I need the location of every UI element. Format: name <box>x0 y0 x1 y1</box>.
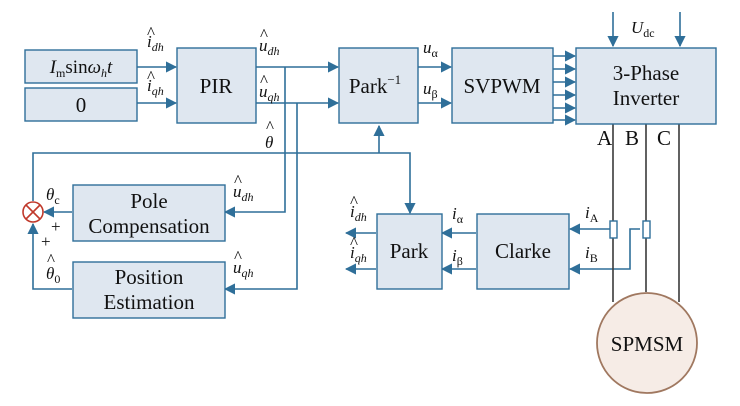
svg-text:udh: udh <box>233 182 254 204</box>
park-inv-text: Park <box>349 74 388 98</box>
svg-text:uqh: uqh <box>233 258 254 280</box>
summer-plus-top: + <box>51 217 61 236</box>
label-udh-pole: udh ^ <box>233 171 254 204</box>
svg-text:idh: idh <box>350 202 367 224</box>
label-theta-c: θc <box>46 185 60 207</box>
signal-wires <box>27 12 686 295</box>
svg-text:idh: idh <box>147 32 164 54</box>
summer-plus-bottom: + <box>41 232 51 251</box>
svg-text:^: ^ <box>147 23 155 42</box>
label-theta-hat: θ ^ <box>265 117 274 152</box>
wire-ib <box>568 228 640 275</box>
clarke-block: Clarke <box>476 213 570 290</box>
label-theta-0: θ0 ^ <box>46 250 60 286</box>
label-iqh-ref: iqh ^ <box>147 67 164 98</box>
svg-text:^: ^ <box>266 117 274 136</box>
label-udc: Udc <box>631 18 655 40</box>
pos-line2: Estimation <box>104 290 195 314</box>
label-phase-a: A <box>597 126 613 150</box>
park-label: Park <box>390 239 429 263</box>
pos-line1: Position <box>115 265 184 289</box>
current-sensor-b <box>642 220 651 239</box>
svg-text:iB: iB <box>585 243 598 265</box>
ref-t: t <box>107 57 113 78</box>
motor-label: SPMSM <box>611 332 684 356</box>
inverter-line2: Inverter <box>613 86 679 110</box>
label-i-beta: iβ <box>452 246 463 268</box>
pole-line1: Pole <box>130 189 167 213</box>
current-sensor-a <box>609 220 618 239</box>
pole-compensation-block: Pole Compensation <box>72 184 226 242</box>
zero-label: 0 <box>76 93 87 117</box>
svg-text:^: ^ <box>260 71 268 90</box>
svg-text:^: ^ <box>350 192 358 211</box>
svg-text:^: ^ <box>350 233 358 252</box>
svg-text:iA: iA <box>585 203 599 225</box>
label-phase-c: C <box>657 126 671 150</box>
inverter-line1: 3-Phase <box>613 61 680 85</box>
svg-text:θ: θ <box>265 133 273 152</box>
ref-signal-block: Imsinωht <box>24 49 138 84</box>
wire-theta-to-park <box>32 152 416 215</box>
park-inv-sup: −1 <box>387 72 401 87</box>
park-inv-label: Park−1 <box>349 72 401 98</box>
label-phase-b: B <box>625 126 639 150</box>
ref-I: I <box>49 57 58 78</box>
park-inverse-block: Park−1 <box>338 47 419 124</box>
svg-text:iqh: iqh <box>147 76 164 98</box>
clarke-label: Clarke <box>495 239 551 263</box>
svg-text:θc: θc <box>46 185 60 207</box>
pole-line2: Compensation <box>88 214 210 238</box>
motor-circle <box>596 292 698 394</box>
wire-uqh-to-pos <box>223 103 298 295</box>
svg-text:iβ: iβ <box>452 246 463 268</box>
pir-block: PIR <box>176 47 257 124</box>
svpwm-block: SVPWM <box>451 47 554 124</box>
svg-text:uα: uα <box>423 38 439 60</box>
motor: SPMSM <box>596 292 698 394</box>
ref-sin: sin <box>65 57 88 78</box>
ref-h: h <box>101 66 107 80</box>
phase-wires <box>609 124 680 302</box>
label-uqh-pos: uqh ^ <box>233 247 254 280</box>
label-u-beta: uβ <box>423 79 438 101</box>
zero-block: 0 <box>24 87 138 122</box>
label-idh-out: idh ^ <box>350 192 367 224</box>
inverter-block: 3-Phase Inverter <box>575 47 717 125</box>
svg-text:iqh: iqh <box>350 243 367 265</box>
label-ia: iA <box>585 203 599 225</box>
svg-text:^: ^ <box>147 67 155 86</box>
wire-udh-to-pole <box>223 67 286 218</box>
ref-omega: ω <box>88 57 101 78</box>
park-block: Park <box>376 213 443 290</box>
label-uqh: uqh ^ <box>259 71 280 104</box>
label-udh: udh ^ <box>259 25 280 58</box>
svg-text:uqh: uqh <box>259 82 280 104</box>
pir-label: PIR <box>200 74 233 98</box>
svg-text:udh: udh <box>259 36 280 58</box>
svpwm-label: SVPWM <box>463 74 540 98</box>
svg-text:^: ^ <box>47 250 55 269</box>
summing-junction: + + <box>22 201 61 251</box>
position-estimation-block: Position Estimation <box>72 261 226 319</box>
svg-text:^: ^ <box>234 247 242 266</box>
svg-text:θ0: θ0 <box>46 264 60 286</box>
svg-text:Imsinωht: Imsinωht <box>49 57 113 80</box>
label-iqh-out: iqh ^ <box>350 233 367 265</box>
label-ib: iB <box>585 243 598 265</box>
svg-text:Udc: Udc <box>631 18 655 40</box>
svg-text:iα: iα <box>452 204 464 226</box>
label-idh-ref: idh ^ <box>147 23 164 54</box>
ref-m: m <box>56 66 66 80</box>
label-i-alpha: iα <box>452 204 464 226</box>
label-u-alpha: uα <box>423 38 439 60</box>
svg-text:uβ: uβ <box>423 79 438 101</box>
wire-theta-0 <box>27 222 72 290</box>
svg-text:^: ^ <box>234 171 242 190</box>
svg-text:^: ^ <box>260 25 268 44</box>
